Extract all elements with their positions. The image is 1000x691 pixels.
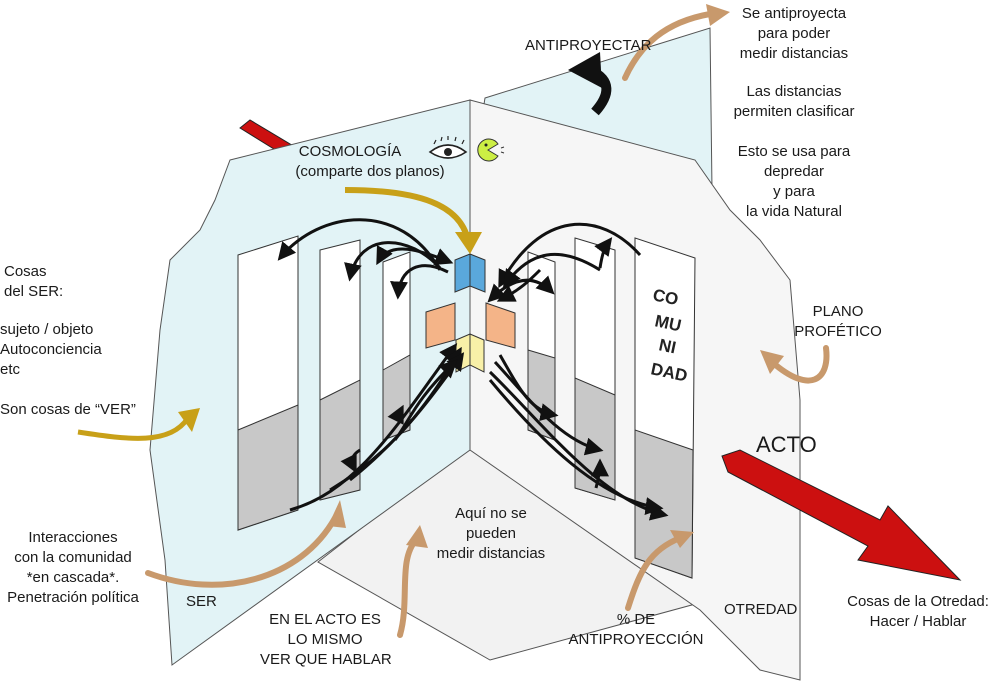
antiproyeccion-label: % DE ANTIPROYECCIÓN bbox=[568, 611, 704, 648]
comunidad-line-3: NI bbox=[657, 335, 678, 357]
blue-square-right bbox=[469, 253, 486, 293]
blue-square-left bbox=[454, 253, 471, 293]
antiproyectar-label: ANTIPROYECTAR bbox=[525, 37, 652, 54]
otredad-label: OTREDAD bbox=[724, 601, 798, 618]
orange-square-left bbox=[425, 302, 456, 349]
en-el-acto-label: EN EL ACTO ES LO MISMO VER QUE HABLAR bbox=[260, 611, 392, 668]
black-arrows-right bbox=[487, 222, 669, 521]
cosmologia-label: COSMOLOGÍA (comparte dos planos) bbox=[295, 143, 445, 180]
distancias-label: Las distancias permiten clasificar bbox=[733, 83, 855, 120]
aqui-no-label: Aquí no se pueden medir distancias bbox=[436, 505, 546, 562]
acto-arrow bbox=[721, 449, 962, 581]
acto-label: ACTO bbox=[756, 432, 817, 457]
cosas-otredad-label: Cosas de la Otredad: Hacer / Hablar bbox=[847, 593, 989, 630]
orange-square-right bbox=[485, 302, 516, 349]
antiproyectar-arrowhead bbox=[568, 52, 602, 88]
gold-arrow-ver bbox=[77, 416, 191, 441]
tan-arrows bbox=[145, 11, 830, 638]
cosas-ser-label: Cosas del SER: bbox=[4, 263, 64, 300]
tan-arrowheads bbox=[328, 4, 784, 548]
yellow-square-right bbox=[469, 333, 485, 373]
esto-se-usa-label: Esto se usa para depredar y para la vida… bbox=[737, 143, 851, 220]
sujeto-label: sujeto / objeto Autoconciencia etc bbox=[0, 321, 102, 378]
interacciones-label: Interacciones con la comunidad *en casca… bbox=[7, 529, 139, 606]
gold-arrowhead-ver bbox=[178, 408, 200, 432]
pacman-icon bbox=[477, 138, 505, 162]
black-arrows bbox=[277, 218, 465, 512]
gold-arrowhead-cosmologia bbox=[455, 232, 482, 254]
eye-icon bbox=[428, 136, 468, 159]
se-antiproyecta-label: Se antiproyecta para poder medir distanc… bbox=[739, 5, 849, 62]
ser-label: SER bbox=[186, 593, 217, 610]
comunidad-line-1: CO bbox=[651, 285, 680, 309]
plano-profetico-label: PLANO PROFÉTICO bbox=[794, 303, 882, 340]
son-cosas-label: Son cosas de “VER” bbox=[0, 401, 136, 418]
gold-arrow-cosmologia bbox=[344, 187, 471, 241]
